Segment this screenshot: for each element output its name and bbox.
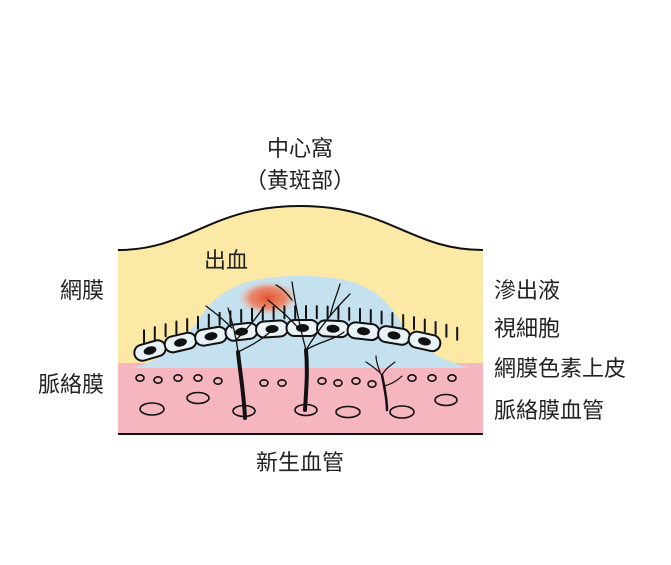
photoreceptor-label: 視細胞 — [494, 317, 560, 342]
choroid-vessel-small — [213, 376, 223, 385]
choroid-layer — [118, 363, 483, 434]
retina-surface-line — [117, 204, 484, 251]
neovascular-label: 新生血管 — [256, 451, 344, 476]
neo-stalk-left — [236, 350, 247, 420]
choroid-vessel-small — [173, 373, 183, 382]
choroid-vessel-small — [259, 378, 269, 387]
choroid-vessel-small — [351, 376, 361, 385]
neo-branch — [267, 281, 351, 351]
neo-branch — [365, 355, 403, 387]
choroid-vessel-small — [407, 373, 417, 382]
hemorrhage-label: 出血 — [204, 249, 248, 274]
choroid-vessel-large — [139, 402, 165, 416]
choroid-vessel-large — [335, 405, 361, 419]
fovea-label: 中心窩 — [267, 137, 333, 162]
choroid-vessels — [135, 373, 458, 419]
choroid-vessel-small — [333, 378, 343, 387]
neovascular-vessels — [205, 281, 403, 420]
rpe-cell — [163, 331, 198, 354]
choroid-vessel-small — [193, 373, 203, 382]
neo-stalk-middle — [303, 348, 309, 412]
rpe-cells — [133, 318, 442, 362]
choroid-vessel-label: 脈絡膜血管 — [494, 399, 604, 424]
rpe-cell — [316, 319, 350, 339]
macula-label: （黄斑部） — [245, 169, 355, 194]
choroid-vessel-small — [153, 375, 163, 384]
retina-label: 網膜 — [60, 279, 104, 304]
choroid-vessel-small — [317, 376, 327, 385]
rpe-cell — [255, 319, 289, 339]
choroid-vessel-small — [135, 373, 145, 382]
rpe-label: 網膜色素上皮 — [494, 357, 626, 382]
rpe-cell — [346, 321, 381, 342]
choroid-vessel-small — [367, 379, 377, 388]
choroid-vessel-small — [277, 378, 287, 387]
neo-stalk-right — [380, 373, 389, 412]
choroid-vessel-small — [427, 373, 437, 382]
choroid-vessel-large — [389, 405, 415, 419]
choroid-vessel-large — [434, 393, 458, 407]
neo-branch — [205, 304, 273, 353]
choroid-vessel-large — [186, 391, 210, 405]
choroid-vessel-small — [447, 373, 457, 382]
labels: 中心窩 （黄斑部） 出血 網膜 脈絡膜 滲出液 視細胞 網膜色素上皮 脈絡膜血管… — [38, 137, 626, 476]
hemorrhage-spot — [238, 281, 298, 315]
exudate-label: 滲出液 — [494, 279, 560, 304]
rpe-cell — [407, 330, 442, 353]
choroid-label: 脈絡膜 — [38, 373, 104, 398]
